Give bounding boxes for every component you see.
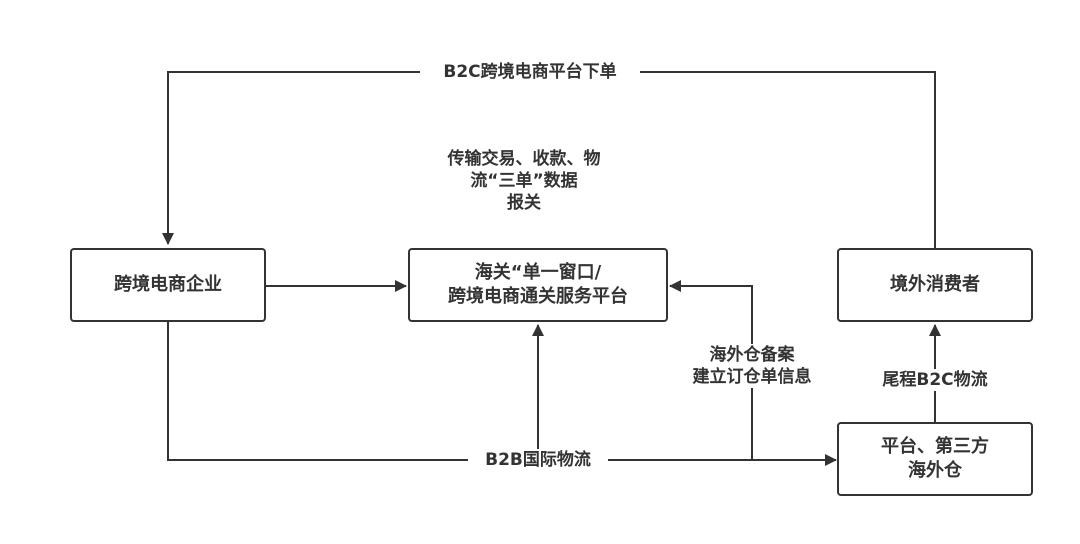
node-overseas-warehouse: 平台、第三方 海外仓	[837, 422, 1033, 496]
edge-b2b-logistics-label: B2B国际物流	[468, 449, 608, 471]
node-overseas-consumer-label: 境外消费者	[890, 274, 980, 295]
node-enterprise: 跨境电商企业	[70, 248, 266, 322]
node-customs-platform-label-line-1: 海关“单一窗口/	[474, 262, 602, 283]
edge-last-mile-label: 尾程B2C物流	[865, 369, 1005, 391]
edge-warehouse-record-label: 海外仓备案 建立订仓单信息	[672, 344, 832, 388]
edge-b2b-logistics-line	[167, 322, 837, 466]
edge-warehouse-record-line	[669, 280, 753, 460]
edge-b2b-logistics-text: B2B国际物流	[485, 450, 591, 470]
edge-b2c-order-text: B2C跨境电商平台下单	[443, 62, 617, 82]
data-declaration-line-2: 流“三单”数据	[470, 171, 578, 191]
data-declaration-annotation: 传输交易、收款、物 流“三单”数据 报关	[414, 148, 634, 214]
data-declaration-line-3: 报关	[507, 193, 541, 213]
node-overseas-warehouse-label-line-2: 海外仓	[908, 460, 962, 481]
edge-last-mile-text: 尾程B2C物流	[882, 370, 988, 390]
edge-warehouse-record-line-2: 建立订仓单信息	[692, 367, 812, 387]
node-customs-platform-label-line-2: 跨境电商通关服务平台	[448, 286, 628, 307]
node-overseas-warehouse-label-line-1: 平台、第三方	[881, 436, 989, 457]
node-customs-platform: 海关“单一窗口/ 跨境电商通关服务平台	[408, 248, 668, 322]
edge-warehouse-record-line-1: 海外仓备案	[709, 345, 795, 365]
node-enterprise-label: 跨境电商企业	[114, 274, 222, 295]
data-declaration-line-1: 传输交易、收款、物	[447, 149, 601, 169]
edge-b2c-order-label: B2C跨境电商平台下单	[420, 61, 640, 83]
node-overseas-consumer: 境外消费者	[837, 248, 1033, 322]
